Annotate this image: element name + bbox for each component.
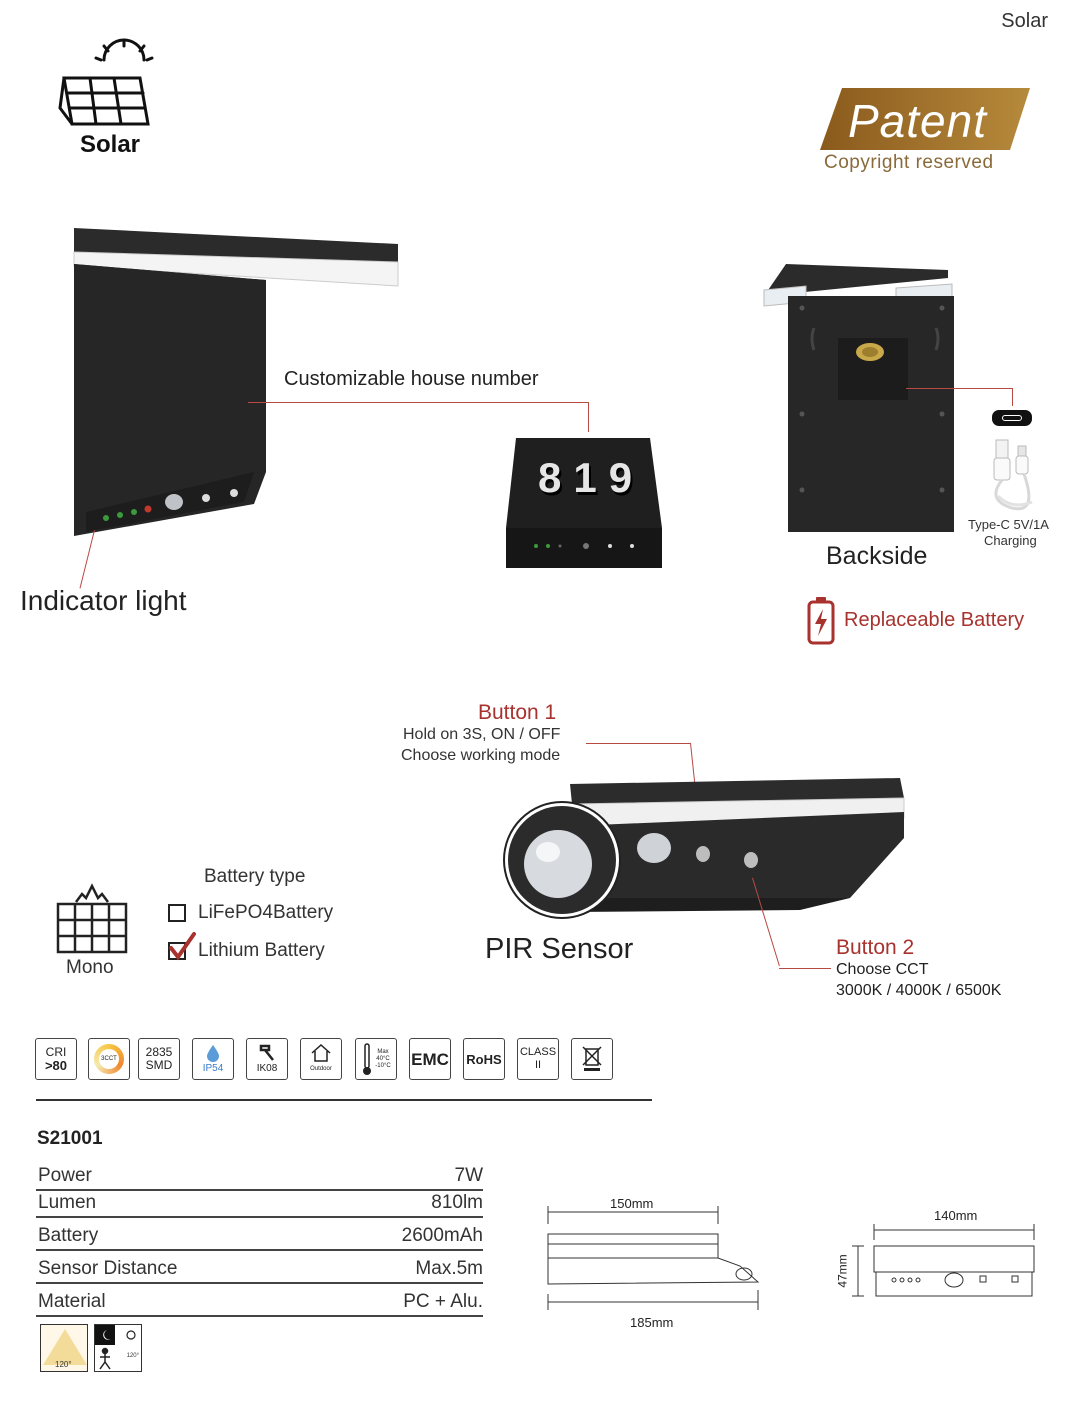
cct-badge: 3CCT bbox=[88, 1038, 130, 1080]
dim-top-width: 150mm bbox=[610, 1196, 654, 1211]
class-ii-badge: CLASS II bbox=[517, 1038, 559, 1080]
hammer-icon bbox=[259, 1044, 274, 1061]
house-number-leader-h bbox=[248, 402, 588, 403]
button2-leader-h bbox=[779, 968, 831, 969]
usb-leader-v bbox=[1012, 388, 1013, 406]
side-dimension-drawing: 150mm 185mm bbox=[540, 1194, 764, 1334]
beam-angle-label: 120° bbox=[55, 1360, 72, 1369]
usb-cable-icon bbox=[984, 436, 1040, 512]
button2-title: Button 2 bbox=[836, 936, 915, 959]
front-dimension-drawing: 140mm 47mm bbox=[835, 1206, 1038, 1306]
house-number-callout: Customizable house number bbox=[284, 368, 539, 390]
solar-panel-sun-icon bbox=[58, 38, 154, 126]
battery-bolt-icon bbox=[807, 597, 835, 645]
model-number: S21001 bbox=[37, 1128, 103, 1149]
lifepo4-label: LiFePO4Battery bbox=[198, 902, 334, 923]
button2-line2: 3000K / 4000K / 6500K bbox=[836, 982, 1002, 999]
lithium-label: Lithium Battery bbox=[198, 940, 325, 961]
button2-line1: Choose CCT bbox=[836, 961, 929, 978]
crossed-bin-icon bbox=[582, 1046, 602, 1071]
indicator-callout: Indicator light bbox=[20, 585, 187, 616]
outdoor-badge: Outdoor bbox=[300, 1038, 342, 1080]
type-c-port-icon bbox=[992, 410, 1032, 426]
product-back-image bbox=[762, 262, 958, 534]
rohs-badge: RoHS bbox=[463, 1038, 505, 1080]
pir-sensor-label: PIR Sensor bbox=[485, 933, 634, 965]
solar-badge-label: Solar bbox=[80, 131, 141, 158]
dim-height: 47mm bbox=[835, 1254, 850, 1288]
section-divider bbox=[36, 1099, 652, 1101]
sensor-angle-label: 120° bbox=[126, 1353, 139, 1359]
button1-leader-h bbox=[586, 743, 690, 744]
cct-label: 3CCT bbox=[99, 1049, 119, 1069]
patent-banner bbox=[820, 88, 1030, 150]
type-c-label-1: Type-C 5V/1A bbox=[968, 517, 1049, 532]
cri-badge: CRI >80 bbox=[35, 1038, 77, 1080]
smd-badge: 2835 SMD bbox=[138, 1038, 180, 1080]
replaceable-battery-label: Replaceable Battery bbox=[844, 609, 1025, 631]
dim-bottom-width: 185mm bbox=[630, 1315, 674, 1330]
patent-subtitle: Copyright reserved bbox=[824, 152, 994, 173]
patent-badge: Patent Copyright reserved bbox=[820, 86, 1035, 176]
button1-line2: Choose working mode bbox=[401, 747, 561, 764]
motion-sensor-icon: 120° bbox=[94, 1324, 142, 1372]
patent-title: Patent bbox=[848, 95, 987, 147]
ip54-badge: IP54 bbox=[192, 1038, 234, 1080]
house-number-digits: 819 bbox=[538, 454, 645, 501]
solar-badge: Solar bbox=[56, 38, 166, 163]
button1-line1: Hold on 3S, ON / OFF bbox=[403, 726, 561, 743]
lithium-checkbox[interactable] bbox=[168, 942, 186, 960]
water-drop-icon bbox=[207, 1044, 219, 1062]
backside-label: Backside bbox=[826, 542, 928, 570]
product-sensor-image bbox=[500, 778, 910, 958]
corner-label: Solar bbox=[1001, 10, 1048, 32]
lifepo4-checkbox[interactable] bbox=[168, 904, 186, 922]
dim-side-width: 140mm bbox=[934, 1208, 978, 1223]
weee-badge bbox=[571, 1038, 613, 1080]
house-icon bbox=[311, 1043, 331, 1062]
type-c-label-2: Charging bbox=[984, 533, 1037, 548]
usb-leader-h bbox=[906, 388, 1012, 389]
mono-solar-panel-icon bbox=[56, 883, 128, 954]
button1-title: Button 1 bbox=[478, 701, 557, 724]
checkmark-icon bbox=[169, 932, 196, 961]
battery-type-title: Battery type bbox=[204, 866, 306, 887]
product-front-image bbox=[66, 222, 402, 542]
house-number-leader-v bbox=[588, 402, 589, 432]
house-number-box-image: 819 bbox=[502, 436, 666, 572]
beam-angle-icon: 120° bbox=[40, 1324, 88, 1372]
temperature-badge: Max 40°C -10°C bbox=[355, 1038, 397, 1080]
thermometer-icon bbox=[363, 1043, 372, 1075]
ik08-badge: IK08 bbox=[246, 1038, 288, 1080]
mono-label: Mono bbox=[66, 957, 114, 978]
emc-badge: EMC bbox=[409, 1038, 451, 1080]
